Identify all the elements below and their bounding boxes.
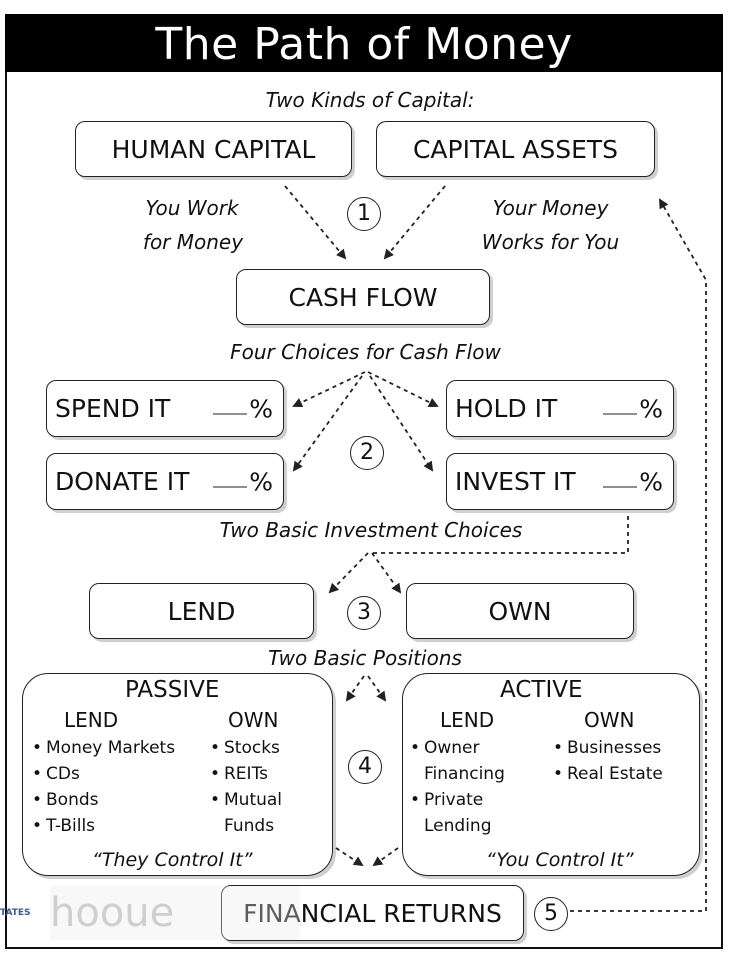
list-item: •Owner [410, 738, 480, 758]
human-note-line1: You Work [145, 196, 239, 220]
list-item: •T-Bills [32, 816, 96, 836]
passive-own-list: •Stocks •REITs •Mutual Funds [210, 735, 282, 839]
watermark: hooue [50, 886, 300, 940]
invest-percent-sign: % [639, 467, 663, 496]
donate-percent-blank [213, 486, 248, 487]
list-item: Financing [424, 764, 505, 784]
human-note-line2: for Money [142, 230, 244, 254]
list-item: Lending [424, 816, 492, 836]
title-bar [5, 14, 723, 72]
page-title: The Path of Money [155, 19, 573, 70]
own-box: OWN [406, 583, 634, 639]
subtitle-investment: Two Basic Investment Choices [219, 518, 523, 542]
list-item: •REITs [210, 764, 268, 784]
active-lend-heading: LEND [440, 708, 495, 732]
invest-percent-blank [603, 486, 638, 487]
step-3-circle: 3 [347, 596, 381, 630]
assets-note-line1: Your Money [492, 196, 609, 220]
passive-lend-heading: LEND [64, 708, 119, 732]
subtitle-positions: Two Basic Positions [268, 646, 462, 670]
invest-it-box: INVEST IT % [446, 453, 674, 510]
passive-title: PASSIVE [125, 677, 220, 703]
passive-panel [22, 673, 333, 876]
spend-percent-blank [213, 413, 248, 414]
spend-it-label: SPEND IT [55, 394, 171, 423]
lend-box: LEND [89, 583, 314, 639]
step-4-circle: 4 [348, 750, 382, 784]
active-lend-list: •Owner Financing •Private Lending [410, 735, 505, 839]
list-item: •Real Estate [553, 764, 663, 784]
list-item: •CDs [32, 764, 80, 784]
financial-returns-box: FINANCIAL RETURNS [221, 885, 524, 941]
passive-own-heading: OWN [228, 708, 279, 732]
hold-percent-sign: % [639, 394, 663, 423]
donate-it-label: DONATE IT [55, 467, 190, 496]
hold-it-label: HOLD IT [455, 394, 558, 423]
donate-it-box: DONATE IT % [46, 453, 284, 510]
hold-percent-blank [603, 413, 638, 414]
step-1-circle: 1 [347, 197, 381, 231]
active-title: ACTIVE [500, 677, 583, 703]
list-item: •Businesses [553, 738, 662, 758]
donate-percent-sign: % [249, 467, 273, 496]
active-own-heading: OWN [584, 708, 635, 732]
list-item: •Stocks [210, 738, 280, 758]
assets-note-line2: Works for You [481, 230, 620, 254]
spend-percent-sign: % [249, 394, 273, 423]
subtitle-four-choices: Four Choices for Cash Flow [230, 340, 501, 364]
step-2-circle: 2 [350, 436, 384, 470]
watermark-corner-logo: TATES [0, 908, 31, 918]
step-5-circle: 5 [534, 897, 568, 931]
list-item: •Money Markets [32, 738, 176, 758]
invest-it-label: INVEST IT [455, 467, 576, 496]
active-own-list: •Businesses •Real Estate [553, 735, 663, 787]
passive-quote: “They Control It” [92, 849, 253, 871]
list-item: •Bonds [32, 790, 99, 810]
human-capital-box: HUMAN CAPITAL [75, 121, 352, 177]
spend-it-box: SPEND IT % [46, 380, 284, 437]
active-quote: “You Control It” [486, 849, 634, 871]
passive-lend-list: •Money Markets •CDs •Bonds •T-Bills [32, 735, 175, 839]
hold-it-box: HOLD IT % [446, 380, 674, 437]
list-item: Funds [224, 816, 275, 836]
list-item: •Mutual [210, 790, 283, 810]
cash-flow-box: CASH FLOW [236, 269, 490, 325]
subtitle-capital: Two Kinds of Capital: [265, 88, 475, 112]
capital-assets-box: CAPITAL ASSETS [376, 121, 655, 177]
list-item: •Private [410, 790, 484, 810]
